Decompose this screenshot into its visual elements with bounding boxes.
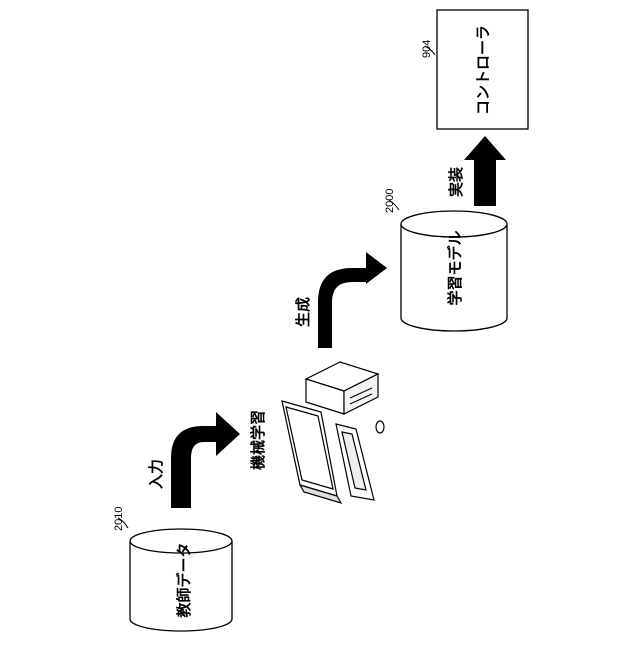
controller-ref: 904	[421, 40, 433, 58]
generate-arrow-label: 生成	[294, 297, 312, 327]
machine-learning-label: 機械学習	[249, 410, 267, 470]
implement-arrow	[464, 136, 506, 206]
input-arrow-label: 入力	[147, 459, 165, 489]
computer-icon	[282, 362, 384, 503]
teacher-data-ref: 2010	[113, 507, 125, 531]
learning-model-label: 学習モデル	[446, 230, 464, 305]
implement-arrow-label: 実装	[447, 166, 465, 197]
input-arrow	[171, 412, 240, 508]
mouse	[376, 421, 384, 433]
generate-arrow	[318, 252, 387, 348]
teacher-data-label: 教師データ	[175, 542, 193, 618]
learning-model-ref: 2000	[384, 189, 396, 213]
controller-label: コントローラ	[475, 25, 492, 115]
